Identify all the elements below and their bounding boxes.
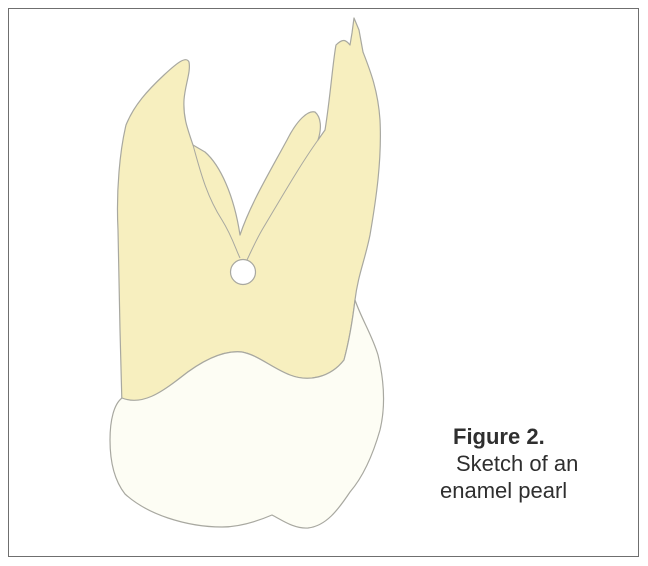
caption-line-1: Sketch of an xyxy=(456,450,590,477)
figure-caption: Figure 2. Sketch of an enamel pearl xyxy=(440,423,590,504)
caption-title: Figure 2. xyxy=(453,423,590,450)
caption-line-2: enamel pearl xyxy=(440,477,590,504)
enamel-pearl xyxy=(231,260,256,285)
tooth-root xyxy=(117,18,380,406)
